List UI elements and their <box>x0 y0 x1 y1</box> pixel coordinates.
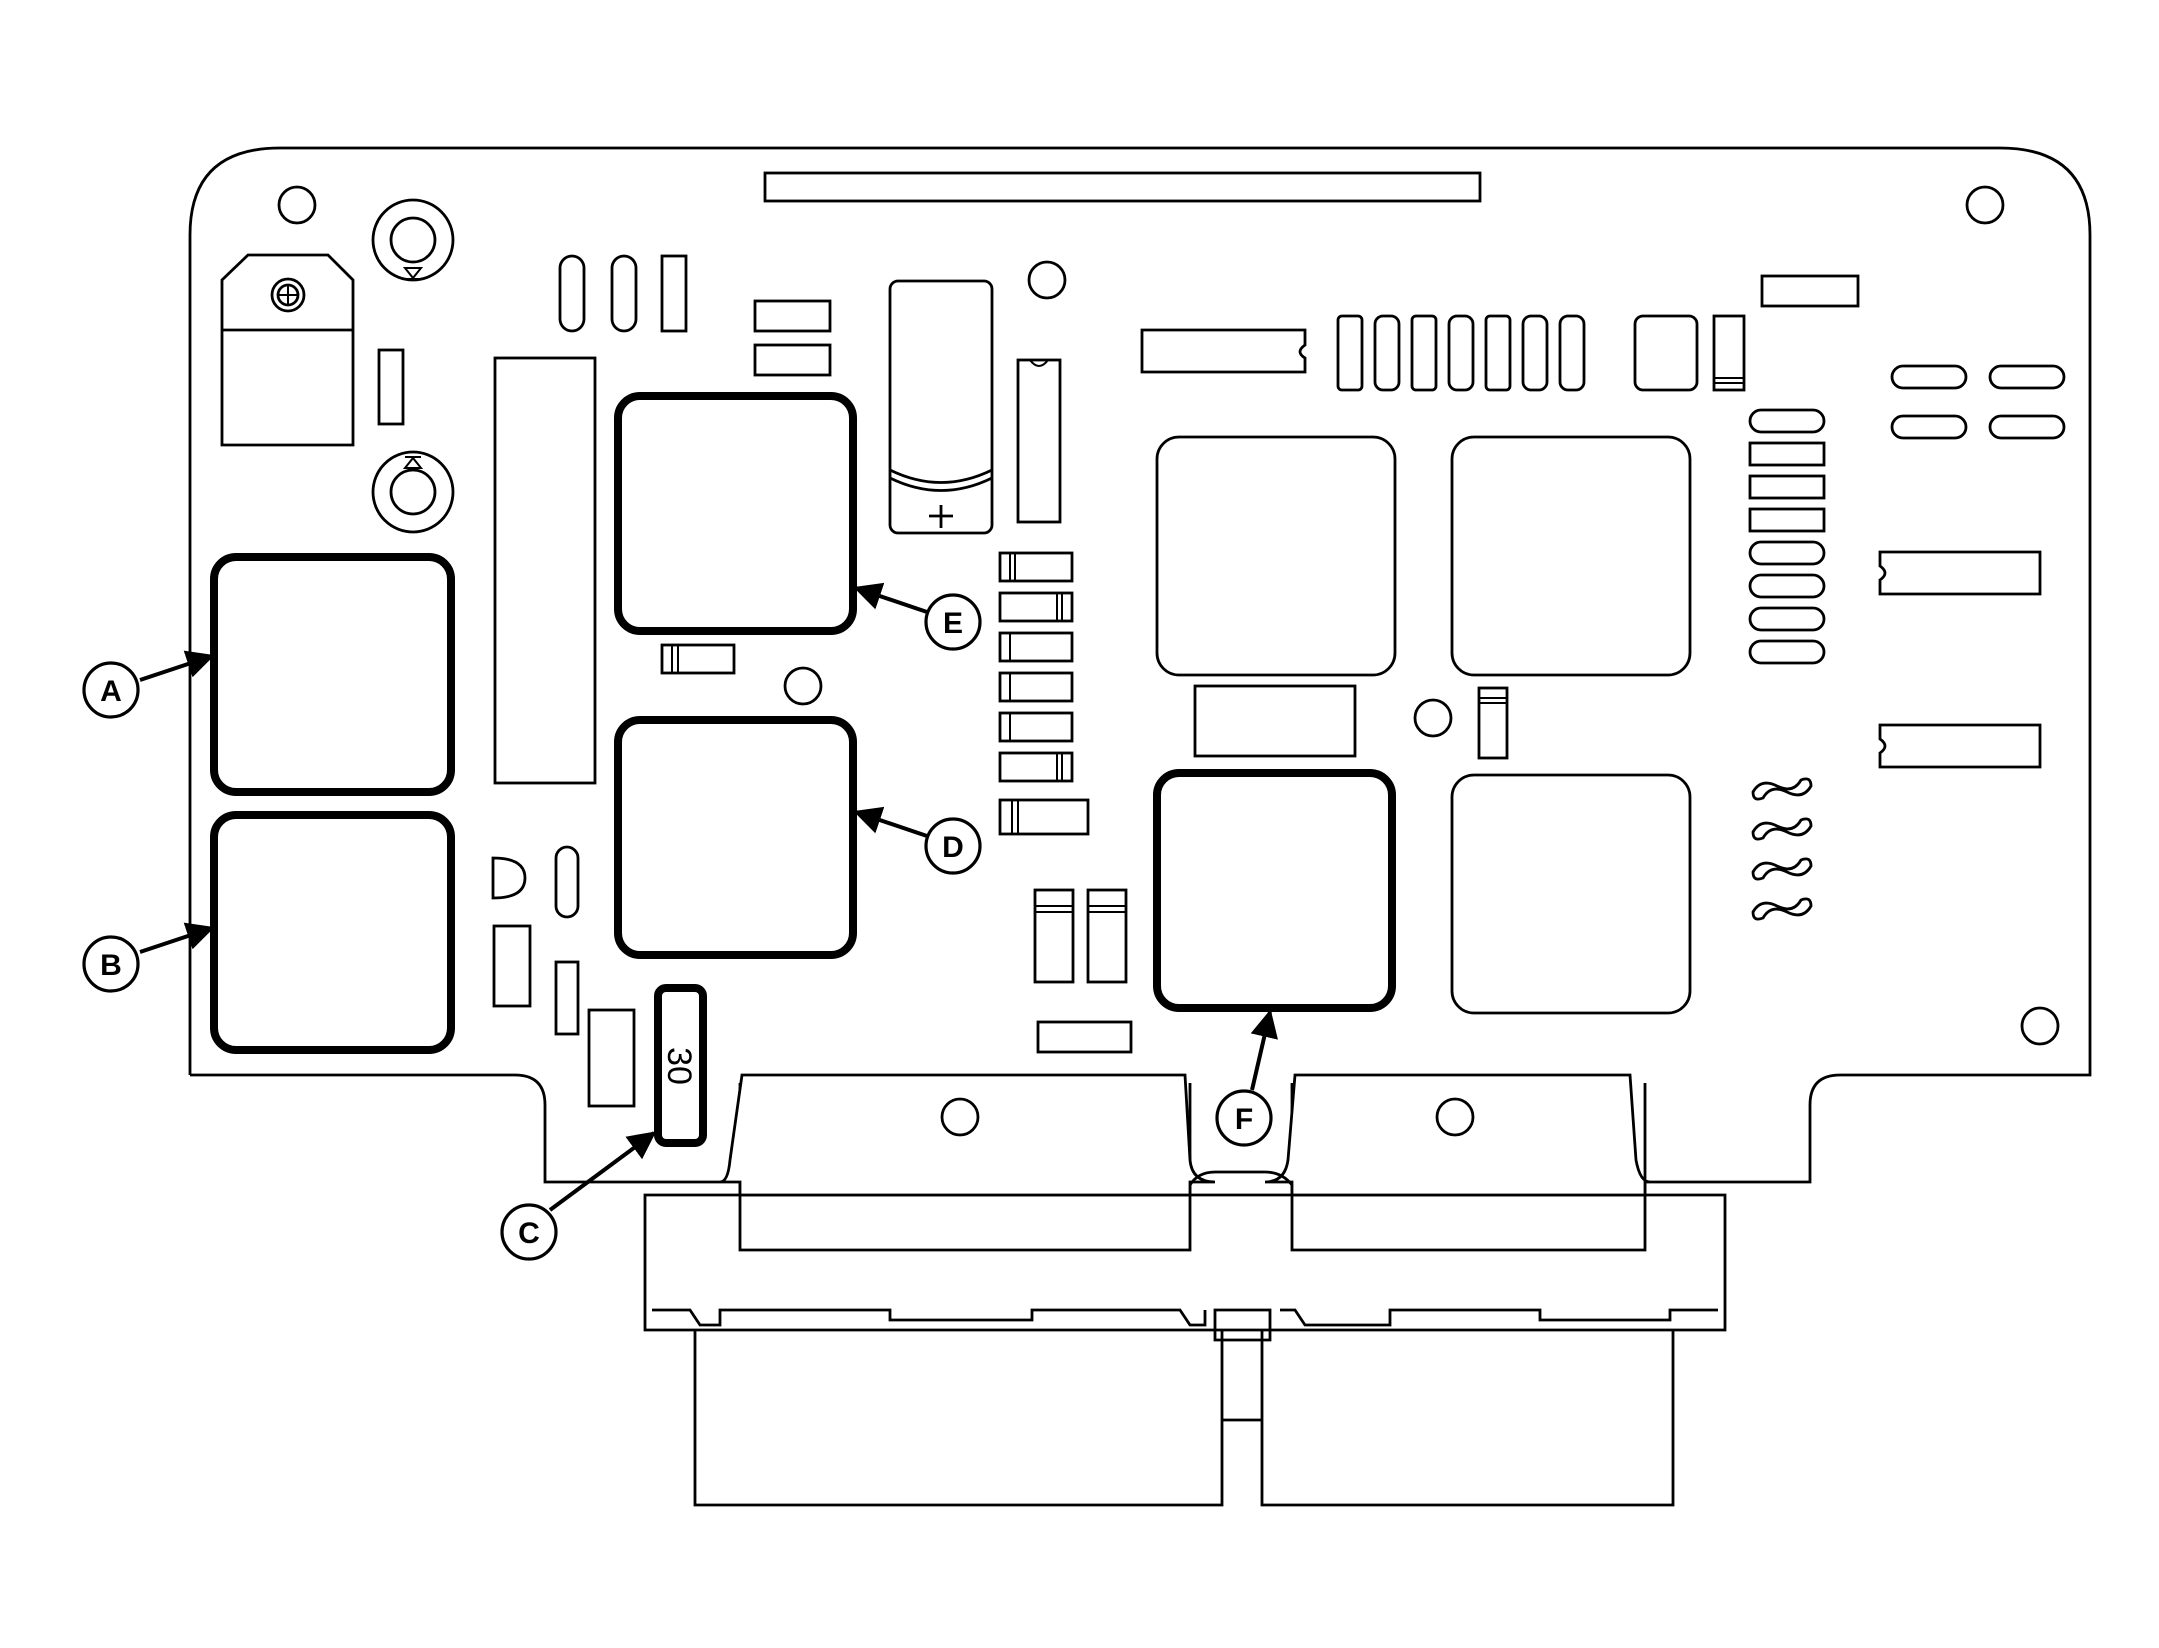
voltage-regulator <box>220 253 355 447</box>
mounting-hole <box>783 666 823 706</box>
callout-c: C <box>500 1203 558 1261</box>
relay-c <box>654 984 707 1147</box>
diode <box>660 643 736 675</box>
resistor <box>587 1008 636 1108</box>
diode-pair <box>1033 888 1128 984</box>
board-outline <box>188 146 2092 1184</box>
callout-arrow-e <box>853 582 928 614</box>
resistor-grid <box>1890 364 2066 440</box>
relay-f <box>1153 769 1396 1012</box>
callout-f-label: F <box>1235 1103 1253 1136</box>
diode-column <box>998 551 1090 836</box>
callout-d: D <box>924 817 982 875</box>
mounting-hole <box>1027 260 1067 300</box>
callout-arrow-d <box>853 806 928 838</box>
callout-b: B <box>82 935 140 993</box>
resistor <box>1036 1020 1133 1054</box>
ic-chip <box>1140 328 1307 374</box>
dip-chip <box>1016 358 1062 524</box>
resistor <box>1193 684 1357 758</box>
electrolytic-capacitor <box>888 279 994 535</box>
ic-chip <box>1878 550 2042 596</box>
ic-chip <box>1878 723 2042 769</box>
resistor-stack <box>1748 408 1826 665</box>
resistor <box>1760 274 1860 308</box>
vertical-module <box>493 356 597 785</box>
capacitor <box>558 254 586 333</box>
resistor <box>753 299 832 333</box>
resistor-array <box>1336 314 1746 392</box>
relay-e <box>614 392 857 635</box>
relay-b <box>210 811 455 1054</box>
callout-arrow-c <box>548 1131 657 1212</box>
potentiometer <box>371 450 455 534</box>
capacitor <box>610 254 638 333</box>
connector-tab-left <box>719 1073 1216 1197</box>
connector-bridge <box>1188 1170 1294 1186</box>
mounting-hole <box>1965 185 2005 225</box>
callout-e: E <box>924 593 982 651</box>
connector-tab-right <box>1264 1073 1651 1197</box>
coil-group <box>1751 777 1813 921</box>
mounting-hole <box>1413 698 1453 738</box>
relay-a <box>210 553 455 796</box>
callout-a-label: A <box>100 675 122 708</box>
mounting-hole <box>277 185 317 225</box>
relay-c-label: 30 <box>660 1047 698 1085</box>
top-slot <box>763 171 1482 203</box>
resistor <box>753 343 832 377</box>
resistor <box>554 960 580 1036</box>
potentiometer <box>371 198 455 282</box>
resistor <box>660 254 688 333</box>
relay-d <box>614 716 857 959</box>
resistor <box>377 348 405 426</box>
diode <box>1477 686 1509 760</box>
ic-module <box>1450 435 1692 677</box>
capacitor <box>554 845 580 919</box>
mounting-hole <box>2020 1006 2060 1046</box>
callout-e-label: E <box>943 607 963 640</box>
callout-arrow-a <box>139 650 215 682</box>
callout-arrow-b <box>139 922 215 954</box>
callout-b-label: B <box>100 949 122 982</box>
callout-d-label: D <box>942 831 964 864</box>
callout-arrow-f <box>1250 1009 1278 1091</box>
callout-c-label: C <box>518 1217 540 1250</box>
ic-module <box>1155 435 1397 677</box>
semicircle-sensor <box>491 856 527 900</box>
ic-module <box>1450 773 1692 1015</box>
callout-f: F <box>1215 1089 1273 1147</box>
callout-a: A <box>82 661 140 719</box>
resistor <box>492 924 532 1008</box>
